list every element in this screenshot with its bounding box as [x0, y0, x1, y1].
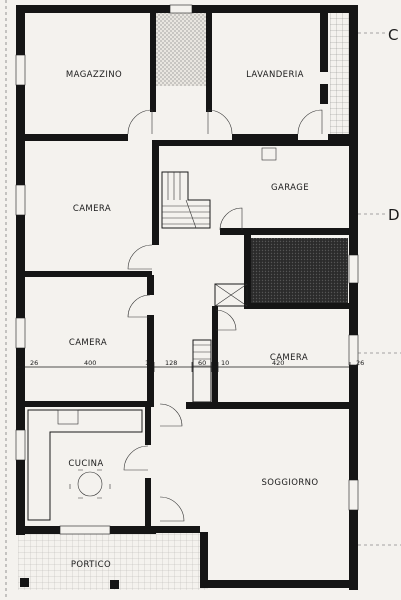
garage-fixture	[261, 147, 277, 161]
corridor-shafts	[192, 339, 212, 403]
dimension-400: 400	[84, 359, 96, 367]
room-label-garage: GARAGE	[271, 183, 309, 193]
dimension-420: 420	[272, 359, 284, 367]
dimension-60: 60	[198, 359, 206, 367]
dimension-26-left: 26	[30, 359, 38, 367]
dimension-10-b: 10	[221, 359, 229, 367]
door-swings	[123, 109, 323, 522]
dimension-26-right: 26	[356, 359, 364, 367]
shaft-hatch	[156, 12, 208, 86]
room-label-portico: PORTICO	[71, 560, 111, 570]
room-label-camera-1: CAMERA	[73, 204, 111, 214]
portico-columns	[20, 578, 119, 589]
room-label-lavanderia: LAVANDERIA	[246, 70, 304, 80]
kitchen-furniture	[27, 409, 143, 521]
room-label-camera-2: CAMERA	[69, 338, 107, 348]
room-label-soggiorno: SOGGIORNO	[261, 478, 318, 488]
utility-box	[214, 283, 248, 307]
room-label-cucina: CUCINA	[68, 459, 103, 469]
section-mark-d: D	[388, 206, 400, 224]
dimension-10-a: 10	[145, 359, 153, 367]
windows	[15, 4, 359, 535]
section-mark-c: C	[388, 26, 398, 44]
interior-walls	[24, 12, 352, 533]
dimension-line	[16, 362, 358, 372]
staircase	[161, 171, 211, 229]
room-label-magazzino: MAGAZZINO	[66, 70, 122, 80]
room-label-camera-3: CAMERA	[270, 353, 308, 363]
dimension-128: 128	[165, 359, 177, 367]
dark-storage-block	[250, 238, 348, 306]
section-lines	[5, 0, 401, 600]
